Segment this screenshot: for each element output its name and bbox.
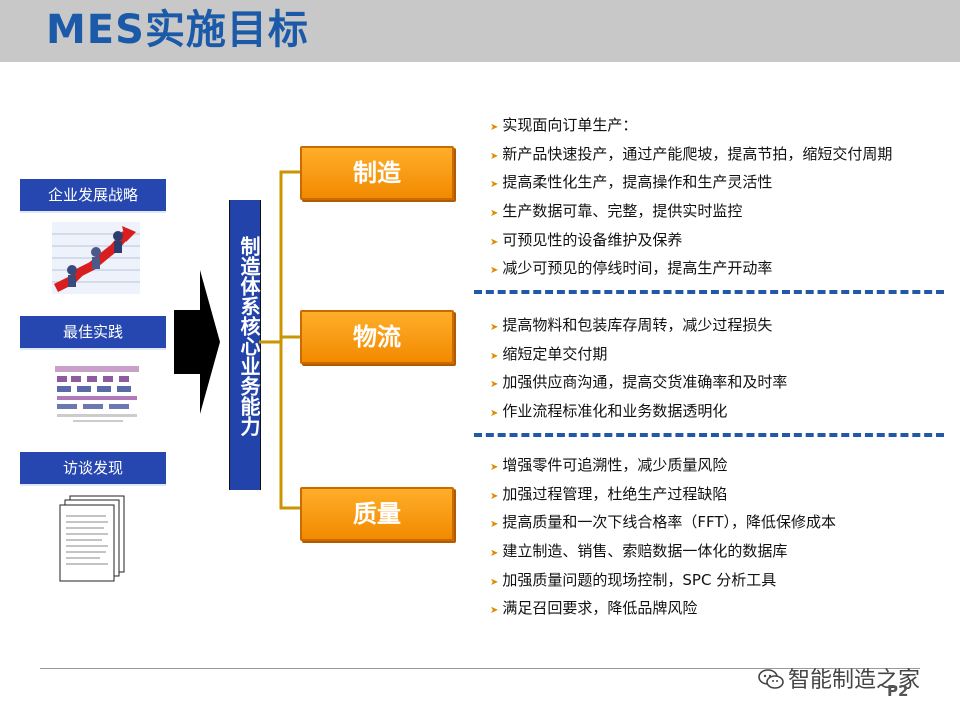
list-item: ➤减少可预见的停线时间，提高生产开动率 <box>490 259 773 278</box>
arrow-bullet-icon: ➤ <box>490 408 499 420</box>
arrow-bullet-icon: ➤ <box>490 350 499 362</box>
arrow-bullet-icon: ➤ <box>490 490 499 502</box>
wechat-icon <box>758 668 784 690</box>
section-divider <box>474 433 944 437</box>
logistics-goals-list: ➤提高物料和包装库存周转，减少过程损失 ➤缩短定单交付期 ➤加强供应商沟通，提高… <box>490 311 787 426</box>
arrow-bullet-icon: ➤ <box>490 605 499 617</box>
bracket-connector <box>259 170 301 510</box>
watermark: 智能制造之家 <box>758 662 920 694</box>
list-item: ➤实现面向订单生产： <box>490 116 638 134</box>
list-item: ➤作业流程标准化和业务数据透明化 <box>490 402 728 421</box>
list-item: ➤缩短定单交付期 <box>490 344 608 363</box>
growth-chart-image <box>52 222 140 294</box>
arrow-bullet-icon: ➤ <box>490 576 499 588</box>
arrow-bullet-icon: ➤ <box>490 122 499 133</box>
list-item: ➤生产数据可靠、完整，提供实时监控 <box>490 202 743 221</box>
arrow-bullet-icon: ➤ <box>490 462 499 473</box>
arrow-bullet-icon: ➤ <box>490 379 499 391</box>
list-item: ➤建立制造、销售、索赔数据一体化的数据库 <box>490 542 788 561</box>
list-item: ➤加强过程管理，杜绝生产过程缺陷 <box>490 484 728 503</box>
flow-arrow-icon <box>174 270 220 414</box>
arrow-bullet-icon: ➤ <box>490 236 499 248</box>
quality-goals-list: ➤增强零件可追溯性，减少质量风险 ➤加强过程管理，杜绝生产过程缺陷 ➤提高质量和… <box>490 451 836 623</box>
arrow-bullet-icon: ➤ <box>490 548 499 560</box>
list-item: ➤提高柔性化生产，提高操作和生产灵活性 <box>490 173 773 192</box>
manufacturing-goals-list: ➤实现面向订单生产： ➤新产品快速投产，通过产能爬坡，提高节拍，缩短交付周期 ➤… <box>490 111 892 283</box>
list-item: ➤满足召回要求，降低品牌风险 <box>490 599 698 618</box>
arrow-bullet-icon: ➤ <box>490 265 499 277</box>
list-item: ➤提高质量和一次下线合格率（FFT），降低保修成本 <box>490 513 837 532</box>
list-item: ➤可预见性的设备维护及保养 <box>490 230 683 249</box>
core-capability-bar: 制造体系核心业务能力 <box>229 200 261 490</box>
list-item: ➤增强零件可追溯性，减少质量风险 <box>490 456 728 474</box>
arrow-bullet-icon: ➤ <box>490 208 499 220</box>
source-label-interview: 访谈发现 <box>20 452 166 486</box>
category-logistics: 物流 <box>300 310 454 364</box>
process-diagram-image <box>53 362 141 426</box>
documents-image <box>56 494 128 584</box>
list-item: ➤加强质量问题的现场控制，SPC 分析工具 <box>490 570 777 589</box>
arrow-bullet-icon: ➤ <box>490 179 499 191</box>
category-manufacturing: 制造 <box>300 146 454 200</box>
core-capability-label: 制造体系核心业务能力 <box>237 236 261 436</box>
source-label-strategy: 企业发展战略 <box>20 179 166 213</box>
source-label-best-practice: 最佳实践 <box>20 316 166 350</box>
list-item: ➤加强供应商沟通，提高交货准确率和及时率 <box>490 373 788 392</box>
arrow-bullet-icon: ➤ <box>490 150 499 162</box>
arrow-bullet-icon: ➤ <box>490 322 499 333</box>
title-bar <box>0 0 960 62</box>
list-item: ➤提高物料和包装库存周转，减少过程损失 <box>490 316 773 334</box>
section-divider <box>474 290 944 294</box>
footer-divider <box>40 668 920 669</box>
list-item: ➤新产品快速投产，通过产能爬坡，提高节拍，缩短交付周期 <box>490 144 893 163</box>
slide-title: MES实施目标 <box>46 7 309 53</box>
category-quality: 质量 <box>300 487 454 541</box>
arrow-bullet-icon: ➤ <box>490 519 499 531</box>
page-number: P2 <box>887 682 909 700</box>
